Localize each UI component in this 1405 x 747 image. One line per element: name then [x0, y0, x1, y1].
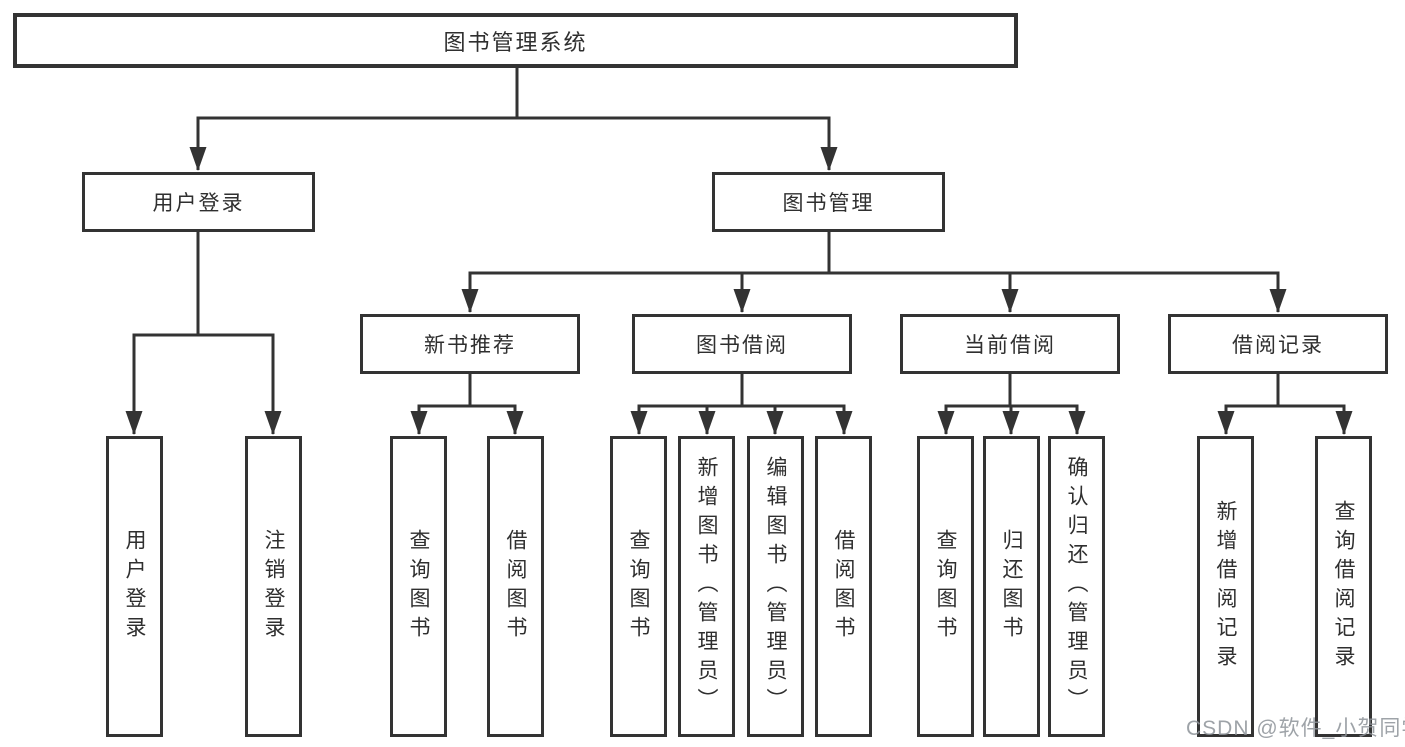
node-label: 查询图书	[934, 528, 957, 645]
node-book-borrowing: 图书借阅	[632, 314, 852, 374]
node-label: 注销登录	[262, 528, 285, 645]
leaf-edit-books-admin: 编辑图书（管理员）	[747, 436, 804, 737]
node-book-management: 图书管理	[712, 172, 945, 232]
node-user-login: 用户登录	[82, 172, 315, 232]
node-library-management-system: 图书管理系统	[13, 13, 1018, 68]
leaf-query-books: 查询图书	[390, 436, 447, 737]
node-label: 确认归还（管理员）	[1065, 456, 1088, 717]
leaf-user-login: 用户登录	[106, 436, 163, 737]
node-current-borrowing: 当前借阅	[900, 314, 1120, 374]
node-label: 借阅图书	[504, 528, 527, 645]
leaf-confirm-return-admin: 确认归还（管理员）	[1048, 436, 1105, 737]
leaf-logout: 注销登录	[245, 436, 302, 737]
node-label: 图书管理系统	[443, 29, 588, 55]
leaf-borrow-books: 借阅图书	[487, 436, 544, 737]
leaf-add-borrow-record: 新增借阅记录	[1197, 436, 1254, 737]
node-label: 当前借阅	[964, 334, 1056, 357]
leaf-query-books: 查询图书	[610, 436, 667, 737]
leaf-add-books-admin: 新增图书（管理员）	[678, 436, 735, 737]
node-label: 用户登录	[123, 528, 146, 645]
node-label: 查询图书	[407, 528, 430, 645]
node-label: 新增图书（管理员）	[695, 456, 718, 717]
node-label: 借阅记录	[1232, 334, 1324, 357]
node-label: 编辑图书（管理员）	[764, 456, 787, 717]
leaf-return-books: 归还图书	[983, 436, 1040, 737]
node-label: 图书管理	[782, 192, 875, 215]
node-label: 查询借阅记录	[1332, 499, 1355, 674]
node-label: 新增借阅记录	[1214, 499, 1237, 674]
leaf-query-books: 查询图书	[917, 436, 974, 737]
node-label: 用户登录	[152, 192, 245, 215]
node-new-book-recommend: 新书推荐	[360, 314, 580, 374]
node-label: 归还图书	[1000, 528, 1023, 645]
csdn-watermark: CSDN @软件_小贺同学	[1186, 717, 1405, 740]
node-label: 借阅图书	[832, 528, 855, 645]
node-borrow-records: 借阅记录	[1168, 314, 1388, 374]
node-label: 图书借阅	[696, 334, 788, 357]
node-label: 查询图书	[627, 528, 650, 645]
leaf-borrow-books: 借阅图书	[815, 436, 872, 737]
leaf-query-borrow-record: 查询借阅记录	[1315, 436, 1372, 737]
node-label: 新书推荐	[424, 334, 516, 357]
